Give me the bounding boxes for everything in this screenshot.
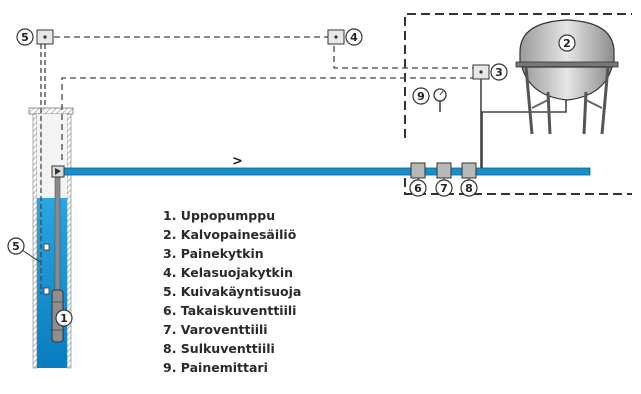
pressure-switch-box bbox=[472, 64, 490, 80]
svg-text:9: 9 bbox=[417, 90, 425, 103]
legend-item-1: 1. Uppopumppu bbox=[163, 208, 276, 223]
callout-8: 8 bbox=[460, 178, 478, 197]
svg-text:1: 1 bbox=[60, 312, 68, 325]
callout-4: 4 bbox=[345, 28, 363, 46]
svg-text:8: 8 bbox=[465, 182, 473, 195]
valve-group bbox=[410, 162, 477, 179]
riser-pipe bbox=[54, 173, 61, 293]
well-casing bbox=[28, 107, 74, 369]
legend-item-6: 6. Takaiskuventtiili bbox=[163, 303, 297, 318]
dry-run-sensor-lower bbox=[43, 287, 50, 295]
callout-5-cable: 5 bbox=[7, 237, 41, 263]
motor-protection-switch-box bbox=[327, 29, 345, 45]
callout-5-box: 5 bbox=[16, 28, 34, 46]
svg-text:7: 7 bbox=[440, 182, 448, 195]
legend-item-3: 3. Painekytkin bbox=[163, 246, 264, 261]
main-pipe bbox=[63, 167, 591, 176]
legend-item-2: 2. Kalvopainesäiliö bbox=[163, 227, 297, 242]
svg-text:5: 5 bbox=[21, 31, 29, 44]
legend-item-7: 7. Varoventtiili bbox=[163, 322, 268, 337]
shut-off-valve bbox=[461, 162, 477, 179]
legend-item-4: 4. Kelasuojakytkin bbox=[163, 265, 294, 280]
legend-item-9: 9. Painemittari bbox=[163, 360, 268, 375]
check-valve bbox=[410, 162, 426, 179]
svg-text:5: 5 bbox=[12, 240, 20, 253]
callout-9: 9 bbox=[412, 87, 430, 105]
callout-3: 3 bbox=[490, 63, 508, 81]
well-head-fitting bbox=[51, 165, 65, 178]
pressure-gauge bbox=[433, 88, 447, 102]
safety-valve bbox=[436, 162, 452, 179]
dry-run-switch-box bbox=[36, 29, 54, 45]
callout-1: 1 bbox=[55, 309, 73, 327]
svg-text:3: 3 bbox=[495, 66, 503, 79]
callout-7: 7 bbox=[435, 178, 453, 197]
control-wiring bbox=[54, 36, 474, 160]
svg-text:2: 2 bbox=[563, 37, 571, 50]
legend-item-5: 5. Kuivakäyntisuoja bbox=[163, 284, 302, 299]
svg-text:4: 4 bbox=[350, 31, 358, 44]
sensor-cable bbox=[40, 44, 46, 294]
building-outline bbox=[404, 13, 632, 195]
legend-list: 1. Uppopumppu 2. Kalvopainesäiliö 3. Pai… bbox=[163, 206, 301, 377]
flow-direction-arrow: > bbox=[232, 154, 243, 169]
callout-6: 6 bbox=[409, 178, 427, 197]
legend-item-8: 8. Sulkuventtiili bbox=[163, 341, 275, 356]
dry-run-sensor-upper bbox=[43, 243, 50, 251]
svg-text:6: 6 bbox=[414, 182, 422, 195]
callout-2: 2 bbox=[558, 34, 576, 52]
